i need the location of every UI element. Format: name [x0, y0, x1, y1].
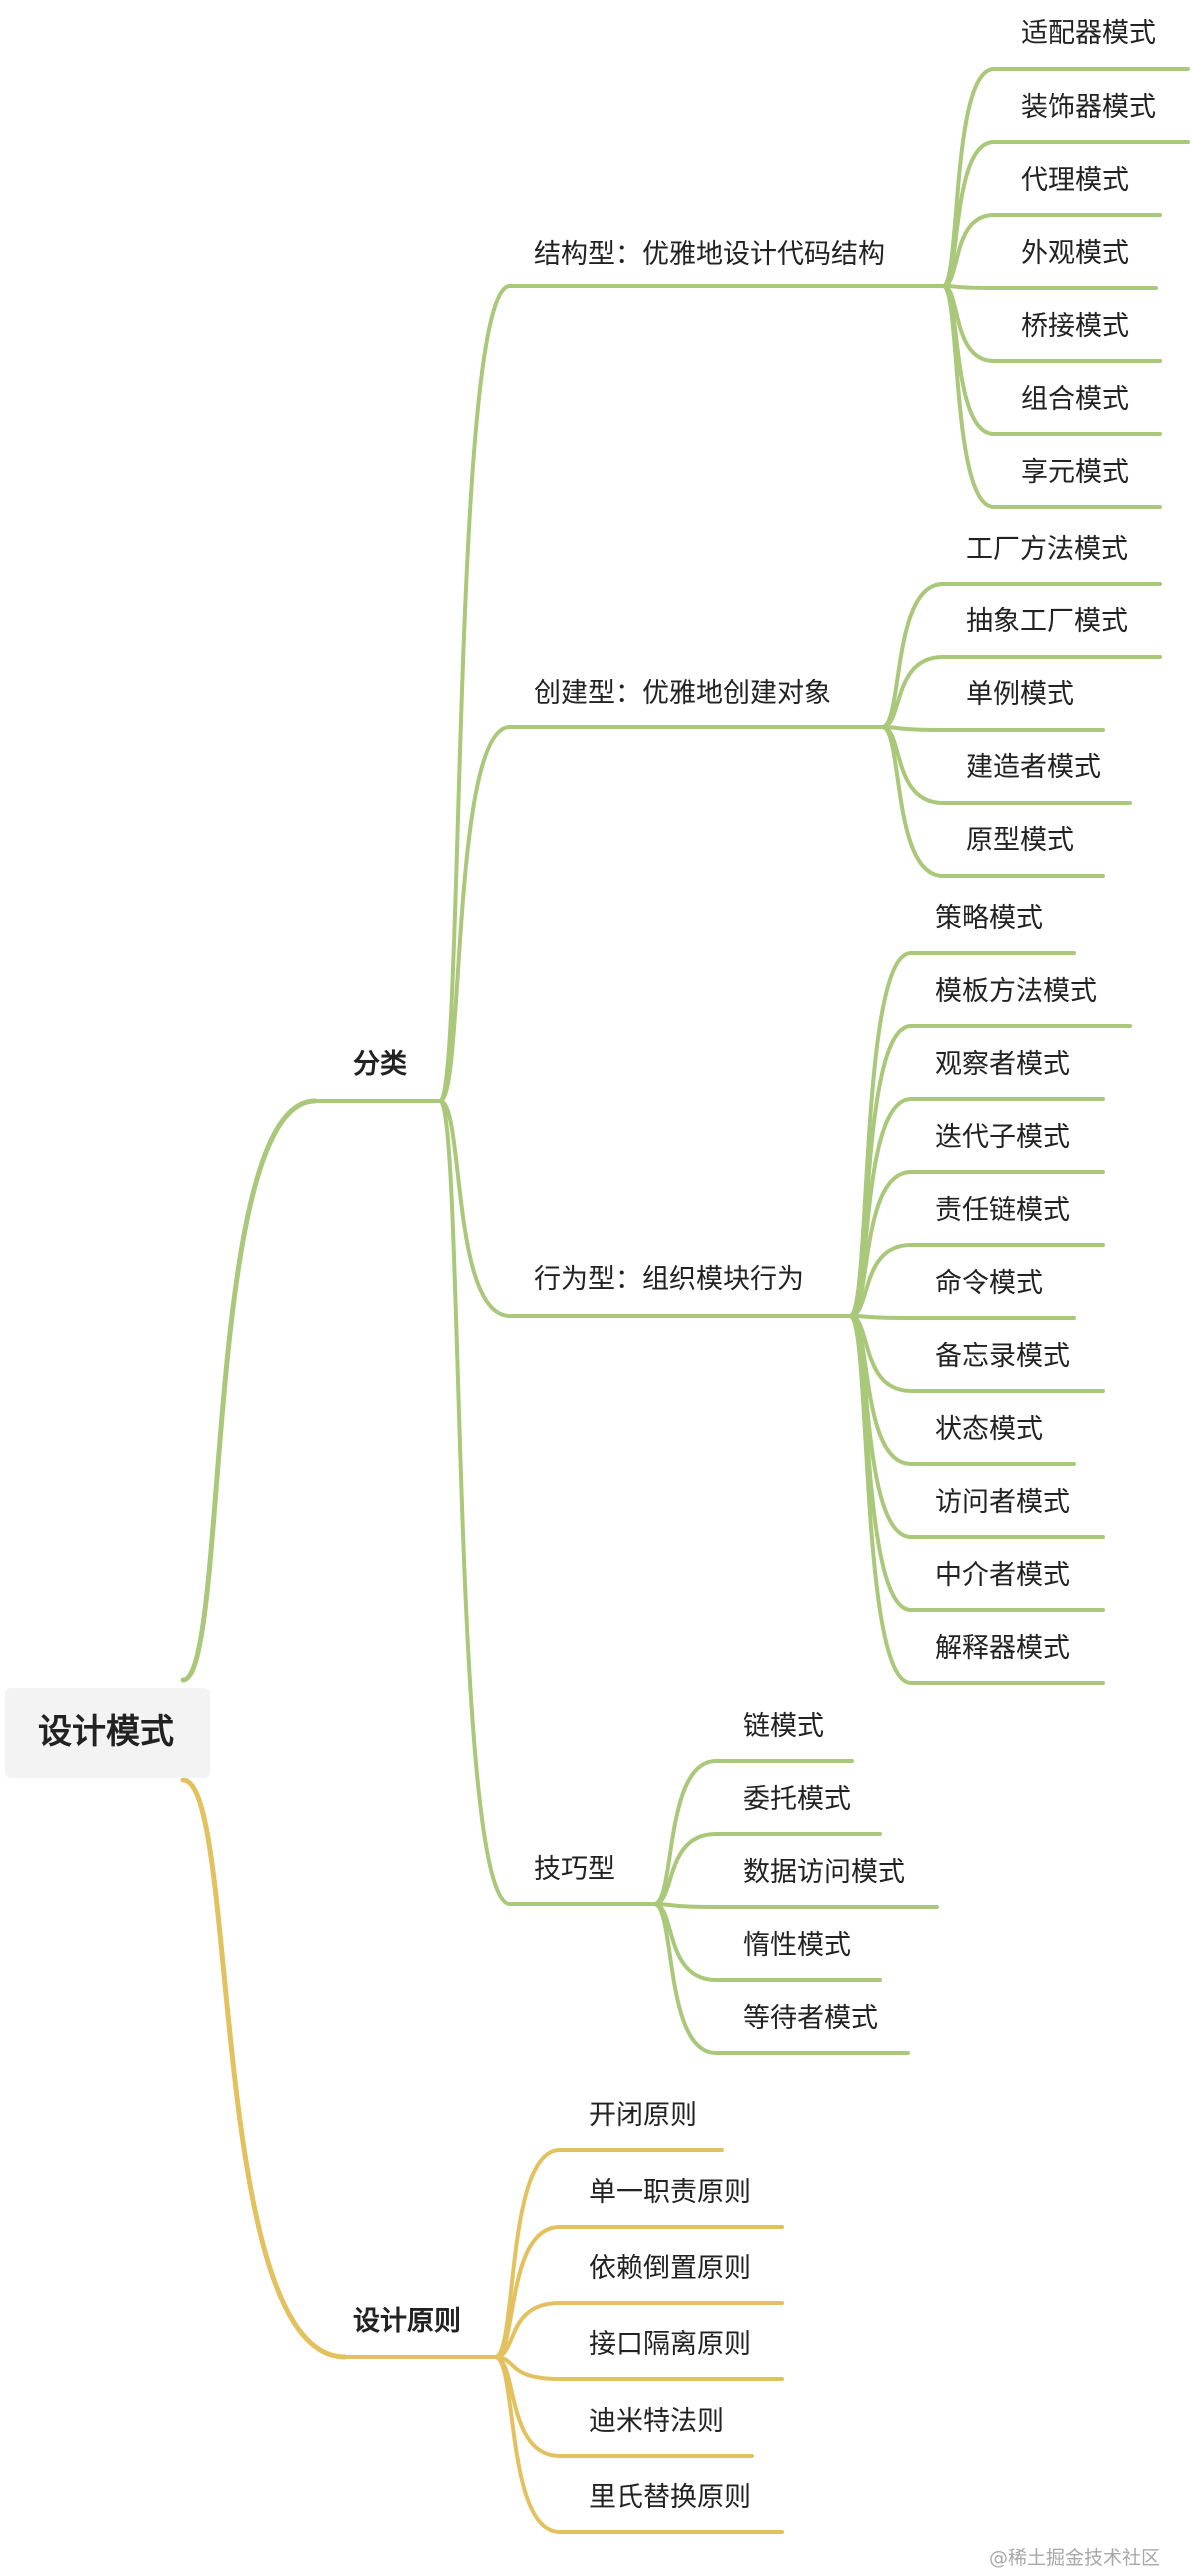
leaf-bridge-pattern[interactable]: 桥接模式: [1021, 311, 1129, 342]
leaf-adapter-pattern[interactable]: 适配器模式: [1021, 18, 1156, 49]
leaf-memento-pattern[interactable]: 备忘录模式: [935, 1341, 1070, 1372]
leaf-open-closed-principle[interactable]: 开闭原则: [589, 2100, 697, 2131]
leaf-singleton-pattern[interactable]: 单例模式: [966, 679, 1074, 710]
leaf-proxy-pattern[interactable]: 代理模式: [1021, 165, 1129, 196]
leaf-lazy-pattern[interactable]: 惰性模式: [743, 1930, 851, 1961]
leaf-factory-method-pattern[interactable]: 工厂方法模式: [966, 534, 1128, 565]
leaf-visitor-pattern[interactable]: 访问者模式: [935, 1487, 1070, 1518]
leaf-waiter-pattern[interactable]: 等待者模式: [743, 2003, 878, 2034]
leaf-flyweight-pattern[interactable]: 享元模式: [1021, 457, 1129, 488]
leaf-template-method-pattern[interactable]: 模板方法模式: [935, 976, 1097, 1007]
leaf-state-pattern[interactable]: 状态模式: [935, 1414, 1043, 1445]
leaf-abstract-factory-pattern[interactable]: 抽象工厂模式: [966, 606, 1128, 637]
leaf-command-pattern[interactable]: 命令模式: [935, 1268, 1043, 1299]
leaf-law-of-demeter[interactable]: 迪米特法则: [589, 2406, 724, 2437]
node-technique[interactable]: 技巧型: [534, 1854, 615, 1885]
leaf-interpreter-pattern[interactable]: 解释器模式: [935, 1633, 1070, 1664]
leaf-facade-pattern[interactable]: 外观模式: [1021, 238, 1129, 269]
leaf-chain-pattern[interactable]: 链模式: [743, 1711, 824, 1742]
leaf-chain-of-responsibility-pattern[interactable]: 责任链模式: [935, 1195, 1070, 1226]
root-label: 设计模式: [38, 1712, 174, 1752]
leaf-mediator-pattern[interactable]: 中介者模式: [935, 1560, 1070, 1591]
leaf-delegation-pattern[interactable]: 委托模式: [743, 1784, 851, 1815]
leaf-decorator-pattern[interactable]: 装饰器模式: [1021, 92, 1156, 123]
leaf-data-access-pattern[interactable]: 数据访问模式: [743, 1857, 905, 1888]
leaf-dependency-inversion-principle[interactable]: 依赖倒置原则: [589, 2253, 751, 2284]
leaf-observer-pattern[interactable]: 观察者模式: [935, 1049, 1070, 1080]
node-structural[interactable]: 结构型：优雅地设计代码结构: [534, 239, 885, 270]
leaf-interface-segregation-principle[interactable]: 接口隔离原则: [589, 2329, 751, 2360]
leaf-iterator-pattern[interactable]: 迭代子模式: [935, 1122, 1070, 1153]
leaf-strategy-pattern[interactable]: 策略模式: [935, 903, 1043, 934]
leaf-liskov-substitution-principle[interactable]: 里氏替换原则: [589, 2482, 751, 2513]
node-behavioral[interactable]: 行为型：组织模块行为: [534, 1264, 804, 1295]
leaf-prototype-pattern[interactable]: 原型模式: [966, 825, 1074, 856]
leaf-single-responsibility-principle[interactable]: 单一职责原则: [589, 2177, 751, 2208]
watermark: @稀土掘金技术社区: [988, 2547, 1160, 2569]
branch-classification[interactable]: 分类: [353, 1049, 407, 1080]
branch-design-principles[interactable]: 设计原则: [353, 2306, 461, 2337]
node-creational[interactable]: 创建型：优雅地创建对象: [534, 678, 831, 709]
leaf-builder-pattern[interactable]: 建造者模式: [966, 752, 1101, 783]
leaf-composite-pattern[interactable]: 组合模式: [1021, 384, 1129, 415]
root-node[interactable]: [5, 1688, 210, 1778]
